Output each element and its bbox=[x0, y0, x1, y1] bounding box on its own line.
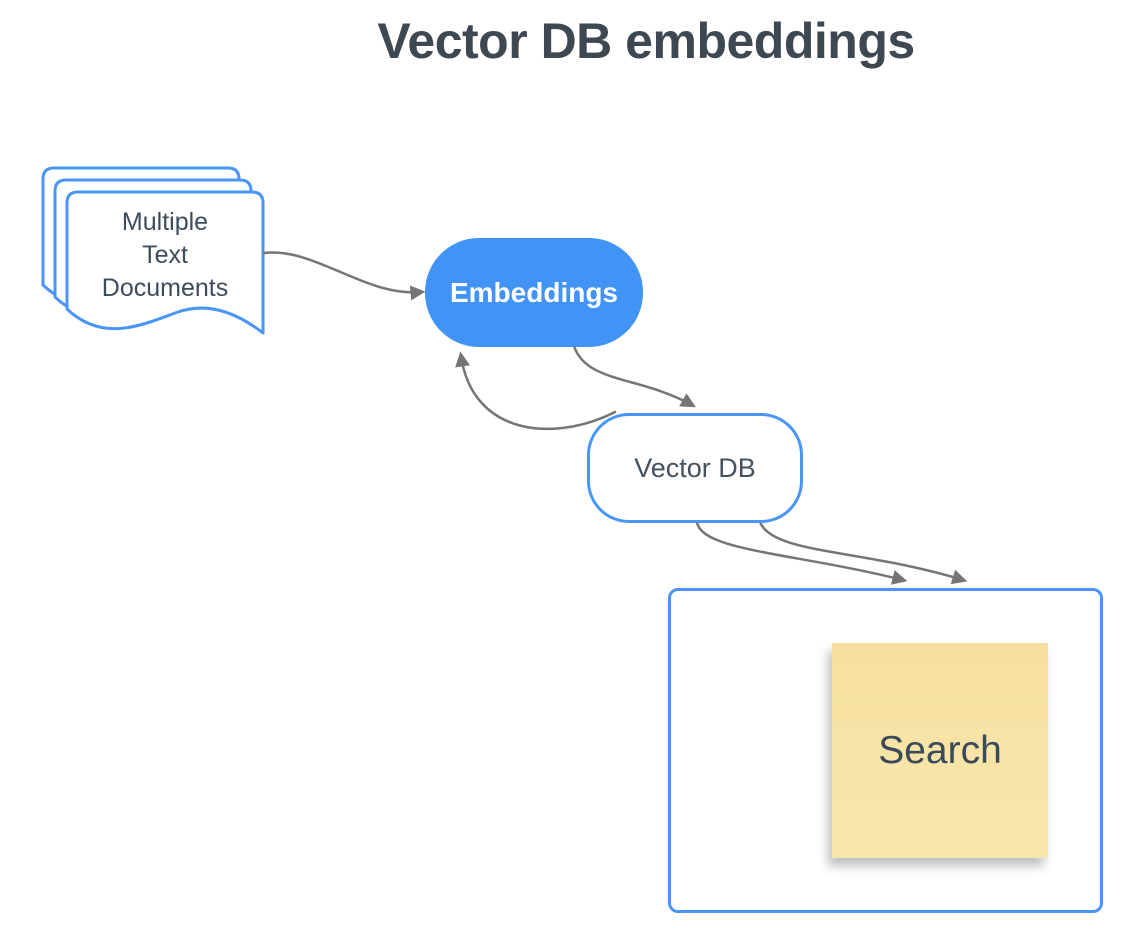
search-sticky-note[interactable]: Search bbox=[832, 643, 1048, 858]
vector-db-node[interactable]: Vector DB bbox=[587, 413, 803, 523]
edge-vectordb-to-searchbox-1 bbox=[695, 520, 908, 585]
document-sheet-front bbox=[65, 190, 265, 335]
edge-embeddings-to-vectordb bbox=[572, 344, 696, 408]
documents-label-line-1: Multiple bbox=[121, 208, 209, 236]
diagram-title: Vector DB embeddings bbox=[377, 13, 915, 69]
vector-db-node-label: Vector DB bbox=[634, 452, 756, 483]
documents-label-line-2: Text bbox=[142, 241, 188, 269]
embeddings-node[interactable]: Embeddings bbox=[425, 238, 643, 347]
edge-documents-to-embeddings bbox=[262, 251, 426, 301]
documents-node[interactable] bbox=[41, 166, 265, 335]
edge-vectordb-to-searchbox-2 bbox=[758, 520, 968, 585]
documents-node-label: Multiple Text Documents bbox=[77, 206, 253, 305]
embeddings-node-label: Embeddings bbox=[449, 276, 618, 308]
edge-vectordb-to-embeddings bbox=[455, 351, 617, 431]
search-sticky-note-label: Search bbox=[878, 728, 1002, 772]
documents-label-line-3: Documents bbox=[101, 274, 229, 302]
